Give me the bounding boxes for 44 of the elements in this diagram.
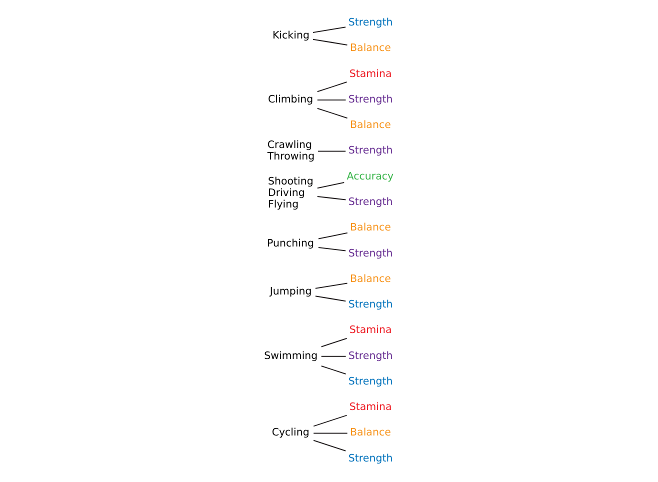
connector bbox=[312, 414, 346, 427]
node-text: Climbing bbox=[267, 93, 313, 106]
node-text: Balance bbox=[350, 119, 390, 132]
node-text: Strength bbox=[348, 375, 392, 388]
node-text: Balance bbox=[350, 272, 390, 285]
connector bbox=[316, 99, 346, 101]
node-text: Balance bbox=[350, 42, 390, 54]
connector bbox=[320, 366, 346, 374]
node-text: Strength bbox=[348, 196, 392, 208]
node-text: Strength bbox=[348, 16, 392, 29]
node-text: Stamina bbox=[348, 68, 392, 80]
node-text: Stamina bbox=[348, 324, 392, 336]
node-text: Accuracy bbox=[346, 170, 394, 182]
node-text: Strength bbox=[348, 144, 392, 157]
connector bbox=[318, 150, 346, 152]
connector bbox=[314, 296, 346, 302]
node-text: Punching bbox=[266, 238, 314, 250]
node-text: Balance bbox=[350, 222, 390, 234]
connector bbox=[320, 338, 346, 348]
connector bbox=[313, 432, 347, 434]
node-text: Kicking bbox=[272, 29, 309, 42]
connector bbox=[312, 26, 346, 33]
node-text: Crawling Throwing bbox=[266, 138, 314, 162]
connector bbox=[316, 182, 344, 189]
connector bbox=[312, 38, 347, 46]
node-text: Cycling bbox=[271, 426, 309, 439]
node-text: Strength bbox=[348, 452, 392, 464]
connector bbox=[314, 282, 347, 289]
node-text: Shooting Driving Flying bbox=[267, 175, 313, 211]
connector bbox=[318, 232, 348, 240]
node-text: Strength bbox=[348, 247, 392, 260]
node-text: Balance bbox=[350, 426, 390, 439]
node-text: Strength bbox=[348, 350, 392, 362]
connector bbox=[316, 108, 347, 119]
connector bbox=[318, 246, 346, 252]
connector bbox=[316, 82, 346, 92]
connector bbox=[316, 196, 346, 200]
node-text: Jumping bbox=[269, 286, 312, 298]
node-text: Strength bbox=[348, 93, 392, 106]
node-text: Swimming bbox=[264, 350, 318, 362]
connector bbox=[320, 356, 346, 357]
connector bbox=[312, 440, 346, 452]
node-text: Stamina bbox=[348, 401, 392, 414]
node-text: Strength bbox=[348, 298, 392, 311]
